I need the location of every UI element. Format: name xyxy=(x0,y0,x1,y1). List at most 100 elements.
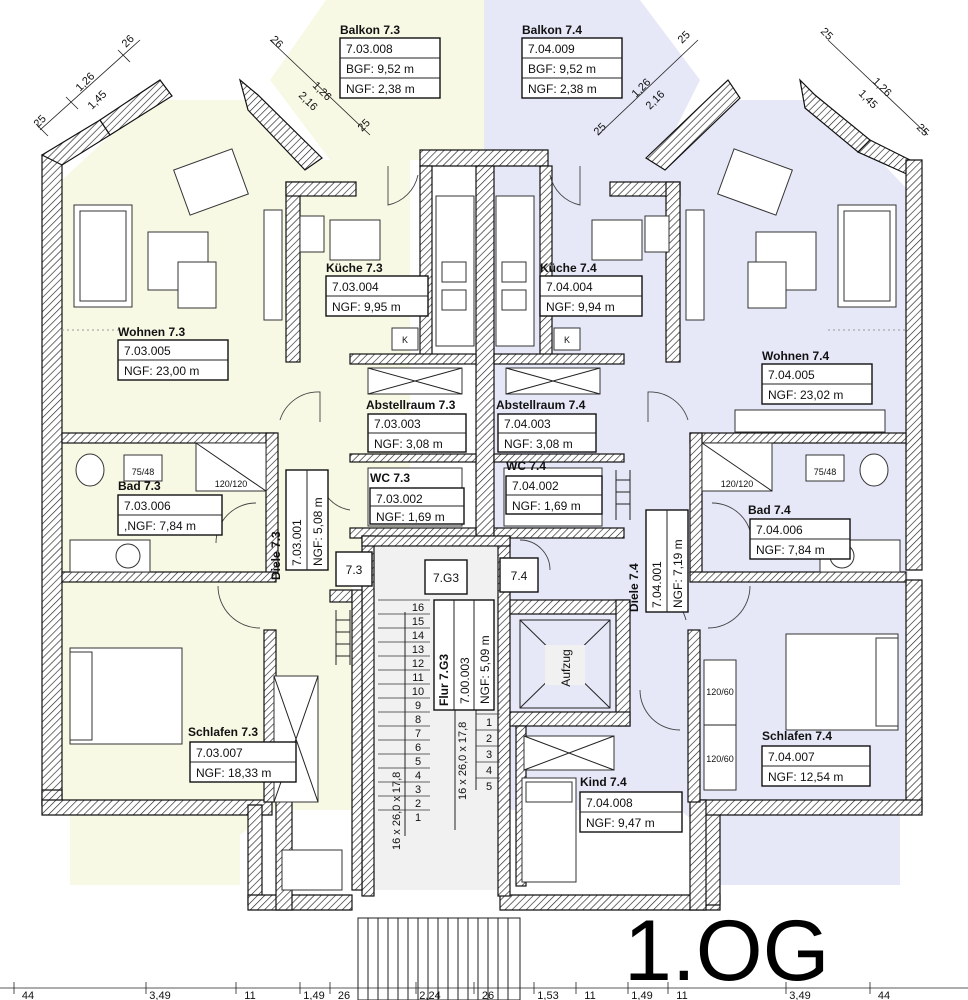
balkon-73-ngf: NGF: 2,38 m xyxy=(346,82,415,96)
wc-74-name: WC 7.4 xyxy=(506,459,546,473)
room-bad-74: Bad 7.4 7.04.006 NGF: 7,84 m xyxy=(748,503,851,560)
flur-g3-name: Flur 7.G3 xyxy=(437,654,451,706)
dim-top-left-b: 1,45 xyxy=(86,88,110,112)
stair-step-number: 16 xyxy=(412,602,424,614)
bathroom-73-fixtures: 120/120 75/48 xyxy=(69,442,267,573)
room-kueche-74: Küche 7.4 7.04.004 NGF: 9,94 m xyxy=(539,261,643,317)
kueche-74-id: 7.04.004 xyxy=(546,280,593,294)
balkon-73-name: Balkon 7.3 xyxy=(340,23,400,37)
wc-74-id: 7.04.002 xyxy=(512,479,559,493)
wohnen-74-ngf: NGF: 23,02 m xyxy=(768,388,843,402)
room-wc-74: WC 7.4 7.04.002 NGF: 1,69 m xyxy=(505,459,603,515)
abstell-73-ngf: NGF: 3,08 m xyxy=(374,437,443,451)
dim-bottom-label: 44 xyxy=(878,990,890,1000)
wohnen-73-ngf: NGF: 23,00 m xyxy=(124,364,199,378)
stair-step-number: 8 xyxy=(415,714,421,726)
stair-label-b: 16 x 26,0 x 17,8 xyxy=(457,722,469,800)
furniture-kind-74 xyxy=(521,735,615,883)
stair-step-number: 4 xyxy=(486,765,492,777)
dim-top-left-a: 1,26 xyxy=(74,70,98,94)
wohnen-74-id: 7.04.005 xyxy=(768,368,815,382)
dim-bottom-label: 26 xyxy=(482,990,494,1000)
kueche-74-name: Küche 7.4 xyxy=(540,261,597,275)
stair-step-number: 5 xyxy=(415,756,421,768)
wohnen-73-name: Wohnen 7.3 xyxy=(118,325,185,339)
k-label-left: K xyxy=(402,335,408,345)
ladder-wc-74 xyxy=(615,470,631,520)
schlafen-73-id: 7.03.007 xyxy=(196,746,243,760)
balkon-74-ngf: NGF: 2,38 m xyxy=(528,82,597,96)
room-balkon-73: Balkon 7.3 7.03.008 BGF: 9,52 m NGF: 2,3… xyxy=(339,23,441,99)
wardrobe-b-size: 120/60 xyxy=(706,754,734,764)
room-schlafen-74: Schlafen 7.4 7.04.007 NGF: 12,54 m xyxy=(761,729,871,787)
diele-74-name: Diele 7.4 xyxy=(627,563,641,612)
wohnen-74-name: Wohnen 7.4 xyxy=(762,349,829,363)
stair-step-number: 3 xyxy=(415,784,421,796)
stair-step-number: 3 xyxy=(486,749,492,761)
balkon-74-bgf: BGF: 9,52 m xyxy=(528,62,596,76)
diele-74-id: 7.04.001 xyxy=(650,561,664,608)
basin-74-size: 75/48 xyxy=(814,467,837,477)
entrance-steps xyxy=(357,917,521,1000)
room-kind-74: Kind 7.4 7.04.008 NGF: 9,47 m xyxy=(579,775,683,833)
balkon-73-bgf: BGF: 9,52 m xyxy=(346,62,414,76)
dim-bal-r-d: 25 xyxy=(676,29,693,46)
tag-box-74 xyxy=(499,557,539,593)
schlafen-74-ngf: NGF: 12,54 m xyxy=(768,770,843,784)
dim-bottom-label: 11 xyxy=(244,990,255,1000)
stair-step-number: 2 xyxy=(415,798,421,810)
furniture-wohnen-74 xyxy=(685,148,897,433)
dim-bottom-label: 3,49 xyxy=(789,990,810,1000)
wohnen-73-id: 7.03.005 xyxy=(124,344,171,358)
room-kueche-73: Küche 7.3 7.03.004 NGF: 9,95 m xyxy=(325,261,429,317)
diele-73-ngf: NGF: 5,08 m xyxy=(311,497,325,566)
room-balkon-74: Balkon 7.4 7.04.009 BGF: 9,52 m NGF: 2,3… xyxy=(521,23,623,99)
room-wohnen-74: Wohnen 7.4 7.04.005 NGF: 23,02 m xyxy=(761,349,873,405)
balkon-73-id: 7.03.008 xyxy=(346,42,393,56)
wc-74-ngf: NGF: 1,69 m xyxy=(512,499,581,513)
shower-73-size: 120/120 xyxy=(215,479,248,489)
dim-bottom-label: 11 xyxy=(584,990,595,1000)
abstell-74-name: Abstellraum 7.4 xyxy=(496,398,586,412)
dim-bottom-label: 26 xyxy=(338,990,350,1000)
dim-top-right-c: 1,45 xyxy=(856,88,880,112)
dim-bottom-label: 11 xyxy=(676,990,687,1000)
diele-73-id: 7.03.001 xyxy=(290,519,304,566)
tag-box-73 xyxy=(335,551,373,587)
kind-74-id: 7.04.008 xyxy=(586,796,633,810)
tag-box-g3 xyxy=(424,559,468,595)
wc-73-name: WC 7.3 xyxy=(370,471,410,485)
furniture-schlafen-73 xyxy=(69,647,343,891)
dim-bottom-label: 3,49 xyxy=(149,990,170,1000)
room-abstell-73: Abstellraum 7.3 7.03.003 NGF: 3,08 m xyxy=(366,398,467,453)
wc-73-ngf: NGF: 1,69 m xyxy=(376,510,445,524)
balkon-74-id: 7.04.009 xyxy=(528,42,575,56)
stair-step-number: 14 xyxy=(412,630,424,642)
stair-step-number: 5 xyxy=(486,781,492,793)
dim-bottom-label: 1,53 xyxy=(537,990,558,1000)
room-diele-73: Diele 7.3 7.03.001 NGF: 5,08 m xyxy=(269,469,329,580)
flur-g3-id: 7.00.003 xyxy=(458,657,472,704)
wardrobe-a-size: 120/60 xyxy=(706,687,734,697)
stair-step-number: 6 xyxy=(415,742,421,754)
tag-unit-g3: 7.G3 xyxy=(433,571,459,585)
schlafen-73-name: Schlafen 7.3 xyxy=(188,725,258,739)
dim-top-left-c: 26 xyxy=(120,33,137,50)
furniture-wohnen-73 xyxy=(73,148,283,321)
room-diele-74: Diele 7.4 7.04.001 NGF: 7,19 m xyxy=(627,509,689,613)
wc-73-id: 7.03.002 xyxy=(376,492,423,506)
dim-bottom-label: 2,24 xyxy=(419,990,440,1000)
room-bad-73: Bad 7.3 7.03.006 ,NGF: 7,84 m xyxy=(117,479,223,536)
furniture-schlafen-74: 120/60 120/60 xyxy=(703,633,899,791)
diele-73-name: Diele 7.3 xyxy=(269,531,283,580)
schlafen-74-name: Schlafen 7.4 xyxy=(762,729,832,743)
abstell-74-ngf: NGF: 3,08 m xyxy=(504,437,573,451)
bad-74-id: 7.04.006 xyxy=(756,523,803,537)
stair-step-number: 1 xyxy=(486,717,492,729)
kueche-73-name: Küche 7.3 xyxy=(326,261,383,275)
bad-73-id: 7.03.006 xyxy=(124,499,171,513)
